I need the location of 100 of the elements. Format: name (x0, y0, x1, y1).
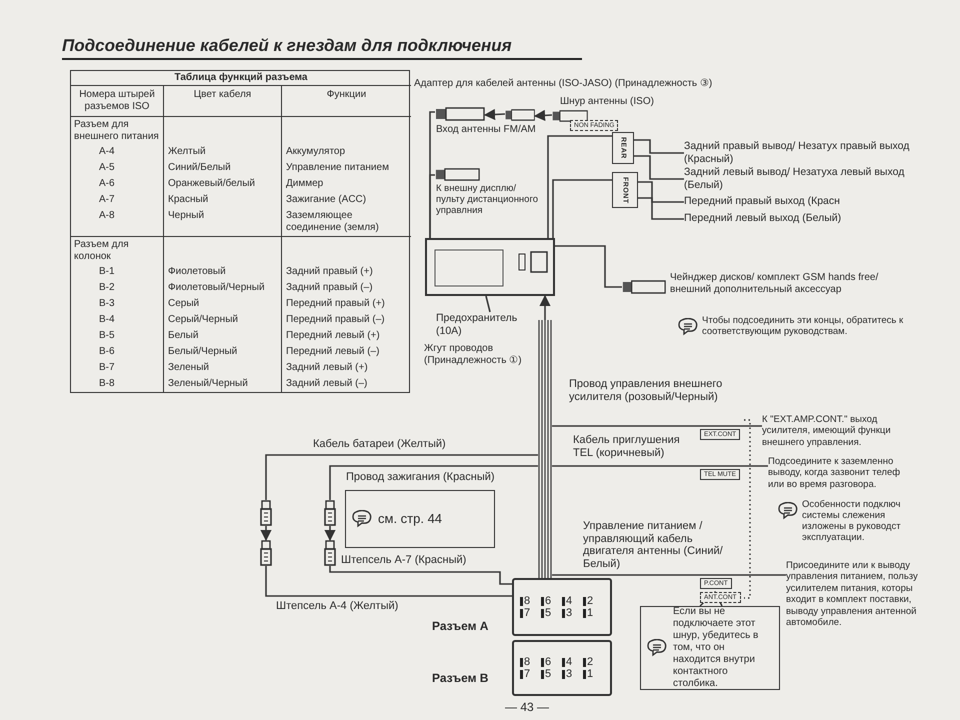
output-tag (612, 172, 638, 208)
cable-label: Задний правый вывод/ Незатух правый выход (Красный) (684, 140, 910, 166)
table-cell: Оранжевый/белый (163, 176, 281, 192)
table-cell: Красный (163, 192, 281, 208)
arrow (484, 108, 506, 120)
note-callout (345, 490, 495, 548)
cable-line (329, 566, 512, 585)
pin-number: 7 (520, 607, 541, 619)
cable-line (547, 135, 612, 238)
table-cell: Желтый (163, 144, 281, 160)
cable-label: Шнур антенны (ISO) (560, 96, 655, 108)
note-text: см. стр. 44 (378, 511, 442, 527)
table-cell: Черный (163, 208, 281, 236)
head-unit (425, 238, 555, 296)
pin-number: 4 (562, 595, 583, 607)
edge-label: Штепсель A-7 (Красный) (340, 554, 468, 567)
table-cell: Задний левый (+) (281, 360, 411, 376)
table-cell-text: B-7 (98, 361, 116, 375)
cable-label: Адаптер для кабелей антенны (ISO-JASO) (Принадлежность ③) (414, 78, 714, 90)
table-cell: Передний левый (+) (281, 328, 411, 344)
pin-number: 4 (562, 656, 583, 668)
pin-number: 8 (520, 595, 541, 607)
table-cell-text: B-8 (98, 377, 116, 391)
table-cell: Фиолетовый (163, 264, 281, 280)
table-cell-text: A-7 (98, 193, 116, 207)
cable-line (265, 566, 512, 597)
iso-connector (512, 640, 612, 696)
edge-label: Провод зажигания (Красный) (345, 471, 496, 484)
cable-label: К внешну дисплю/ пульту дистанционного управлния (436, 184, 540, 217)
arrow (539, 294, 551, 320)
pin-number: 7 (520, 668, 541, 680)
arrow (260, 526, 272, 542)
table-cell: Диммер (281, 176, 411, 192)
table-cell-text: B-4 (98, 313, 116, 327)
page-number: — 43 — (505, 700, 550, 714)
note-text: К "EXT.AMP.CONT." выход усилителя, имеющий функци внешнего управления. (762, 414, 892, 448)
arrow (534, 110, 552, 121)
cable-line (265, 454, 538, 500)
cable-line (552, 425, 762, 427)
table-title: Таблица функций разъема (174, 71, 308, 85)
table-cell-text: A-4 (98, 145, 116, 159)
table-cell-text: B-1 (98, 265, 116, 279)
cable-label: Предохранитель (10A) (436, 312, 518, 338)
cable-line (634, 139, 684, 154)
pin-number: 3 (562, 668, 583, 680)
cable-plug (435, 107, 485, 121)
table-cell: Разъем для колонок (71, 236, 163, 264)
note-text: Особенности подключ системы слежения изложены в руководст эксплуатации. (802, 500, 902, 544)
table-cell-text: B-3 (98, 297, 116, 311)
table-cell: Передний правый (–) (281, 312, 411, 328)
leader-line (485, 296, 491, 312)
note-callout (640, 606, 780, 690)
pin-number: 6 (541, 595, 562, 607)
table-cell: Задний правый (–) (281, 280, 411, 296)
table-cell-text: B-5 (98, 329, 116, 343)
cable-line (552, 574, 786, 576)
table-cell: Задний правый (+) (281, 264, 411, 280)
table-cell: Аккумулятор (281, 144, 411, 160)
table-cell: Зажигание (ACC) (281, 192, 411, 208)
pin-number: 5 (541, 607, 562, 619)
table-cell-text: A-8 (98, 209, 116, 223)
cable-plug (505, 109, 535, 121)
pin-number: 1 (583, 607, 604, 619)
note-text: Если вы не подключаете этот шнур, убедитесь в том, что он находится внутри контактного столбика. (673, 606, 760, 690)
cable-plug (552, 110, 588, 122)
table-cell: Фиолетовый/Черный (163, 280, 281, 296)
table-cell: Серый (163, 296, 281, 312)
table-header: Номера штырей разъемов ISO (71, 85, 163, 116)
cable-line (552, 179, 612, 238)
table-cell: Передний левый (–) (281, 344, 411, 360)
connector-label: Разъем B (432, 672, 490, 686)
note-text: Чтобы подсоединить эти концы, обратитесь к соответствующим руководствам. (702, 316, 904, 338)
table-header: Цвет кабеля (163, 85, 281, 116)
pin-number: 6 (541, 656, 562, 668)
table-cell: Белый (163, 328, 281, 344)
cable-plug (324, 500, 336, 526)
cable-line (638, 181, 684, 203)
cable-line (555, 245, 622, 288)
pin-number: 1 (583, 668, 604, 680)
table-cell-text: B-6 (98, 345, 116, 359)
table-cell: Синий/Белый (163, 160, 281, 176)
table-cell: Разъем для внешнего питания (71, 116, 163, 144)
output-tag (612, 132, 634, 164)
cable-plug (260, 500, 272, 526)
cable-label: Передний правый выход (Красн (684, 195, 841, 208)
table-cell-text: A-5 (98, 161, 116, 175)
iso-connector (512, 578, 612, 636)
wire-harness (538, 320, 552, 578)
pin-number: 2 (583, 595, 604, 607)
note-text: Присоедините или к выводу управления питанием, пользу усилителем питания, которы входит в комплект поставки, выводу управления антенной автомобиле. (786, 560, 919, 628)
table-cell: Передний правый (+) (281, 296, 411, 312)
table-cell-text: B-2 (98, 281, 116, 295)
table-cell: Задний левый (–) (281, 376, 411, 392)
cable-line (429, 174, 435, 238)
cable-label: Задний левый вывод/ Незатуха левый выход (Белый) (684, 166, 906, 192)
cable-plug (324, 540, 336, 566)
harness-label: Жгут проводов (Принадлежность ①) (424, 343, 523, 366)
pin-number: 8 (520, 656, 541, 668)
cable-label: Передний левый выход (Белый) (684, 212, 842, 225)
cable-line (634, 155, 684, 180)
